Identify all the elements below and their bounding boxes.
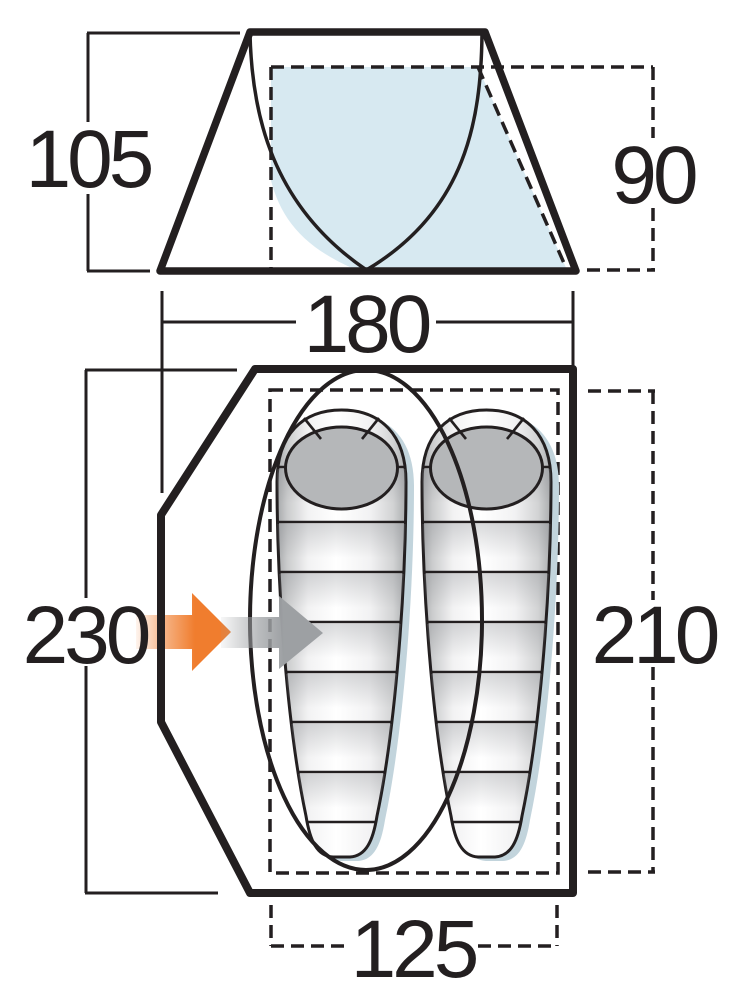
dim-front-height: 105 [26, 31, 240, 273]
flysheet-elevation-outline [156, 28, 580, 275]
door-arrow-grey-icon [221, 596, 323, 669]
inner-tent-profile-curve-right [366, 32, 484, 271]
inner-tent-right-dashed-line [476, 66, 569, 271]
front-elevation-view [156, 28, 653, 275]
dim-outer-length-label: 230 [23, 590, 149, 681]
dim-inner-height-label: 90 [611, 130, 696, 221]
dim-inner-width: 125 [269, 904, 559, 995]
inner-tent-profile-curve-left [248, 32, 367, 271]
flysheet-plan-outline [157, 365, 577, 897]
inner-tent-area-elevation [271, 67, 567, 270]
dim-front-height-label: 105 [26, 114, 152, 205]
dim-outer-length: 230 [23, 368, 237, 895]
dim-inner-length: 210 [588, 389, 722, 874]
inner-tent-left-gap [269, 172, 352, 268]
dim-width: 180 [160, 279, 575, 493]
floor-plan-view [136, 365, 577, 897]
door-arrow-orange-icon [136, 593, 231, 671]
dim-inner-height: 90 [587, 67, 700, 272]
dim-inner-length-label: 210 [592, 590, 718, 681]
dim-inner-width-label: 125 [351, 904, 477, 995]
dim-width-label: 180 [304, 279, 430, 370]
